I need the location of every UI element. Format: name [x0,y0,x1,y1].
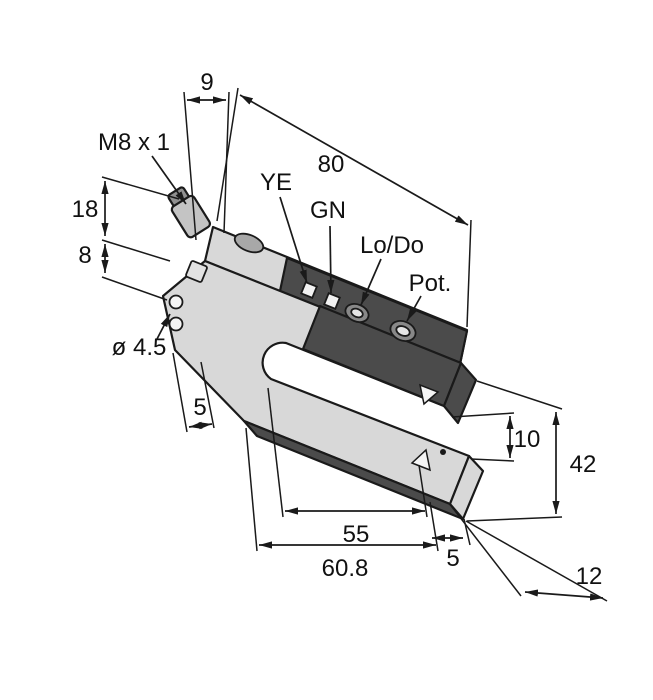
hole-diameter-label: ø 4.5 [112,334,167,361]
extension-line [101,276,168,301]
label-output-switch: Lo/Do [360,232,424,306]
extension-line [101,239,171,262]
beam-axis-marker-upper [418,383,440,406]
extension-line [172,352,188,433]
extension-line [470,458,515,462]
dim-length-label: 80 [318,151,345,178]
leader-line [360,258,382,306]
dim-hole-edge-offset: 5 [172,352,215,433]
dim-42-label: 42 [570,451,597,478]
lower-arm-indicator-dot [440,449,446,455]
extension-line [465,520,608,602]
extension-line [476,380,563,410]
label-led-yellow: YE [260,169,308,284]
label-led-green: GN [310,197,346,294]
dim-hole-diameter: ø 4.5 [112,313,171,361]
top-oval-window [233,232,265,254]
dim-housing-height: 42 [466,380,597,522]
dim-top-width-label: 9 [200,69,213,96]
m8-connector [167,186,212,239]
leader-line [327,225,335,294]
extension-line [267,387,284,518]
extension-line [183,91,197,241]
dim-slot-opening: 10 [451,412,541,462]
dim-10-label: 10 [514,426,541,453]
lower-arm-end-face [448,454,485,521]
mounting-hole-top [168,294,184,310]
fiber-port [185,260,208,283]
extension-line [466,516,563,522]
dim-mounting-hole-spacing: 8 [78,242,168,301]
dim-connector-section-height: 18 [72,176,180,262]
led-green-window [323,292,341,310]
lodo-switch-center [350,307,364,319]
dimension-line [188,421,213,430]
mounting-hole-bottom [168,316,184,332]
potentiometer-center [395,325,411,337]
dimension-line [239,94,469,226]
leader-line [156,313,171,340]
leader-line [151,155,187,205]
potentiometer-label: Pot. [409,270,452,297]
leader-line [406,295,422,322]
extension-line [451,506,522,597]
sensor-body [161,186,485,521]
output-switch-label: Lo/Do [360,232,424,259]
dim-8-label: 8 [78,242,91,269]
extension-line [451,412,515,418]
extension-line [429,501,439,552]
dim-housing-length: 80 [216,87,472,328]
dim-18-label: 18 [72,196,99,223]
led-yellow-window [300,281,318,299]
extension-line [466,219,472,328]
dim-608-label: 60.8 [322,555,369,582]
dim-5-right-label: 5 [446,545,459,572]
led-yellow-label: YE [260,169,292,196]
dim-12-label: 12 [576,563,603,590]
leader-line [279,196,308,284]
dim-55-label: 55 [343,521,370,548]
extension-line [200,361,215,429]
upper-arm-end-face [442,361,478,425]
dim-housing-width: 12 [451,506,608,602]
beam-axis-marker-lower [410,448,432,472]
dim-housing-top-width: 9 [183,69,230,241]
dim-5-left-label: 5 [193,394,206,421]
potentiometer-control [389,320,417,342]
label-potentiometer: Pot. [406,270,452,322]
extension-line [418,464,428,518]
lodo-switch [344,303,370,323]
connector-thread-label: M8 x 1 [98,129,170,156]
extension-line [245,427,258,552]
dimension-line [524,589,604,601]
led-green-label: GN [310,197,346,224]
extension-line [101,176,180,200]
dimension-annotations: 9 80 M8 x 1 YE GN Lo/Do [72,69,608,602]
extension-line [216,87,239,222]
label-connector-thread: M8 x 1 [98,129,187,205]
dim-slot-depth-overall: 60.8 [245,427,439,582]
